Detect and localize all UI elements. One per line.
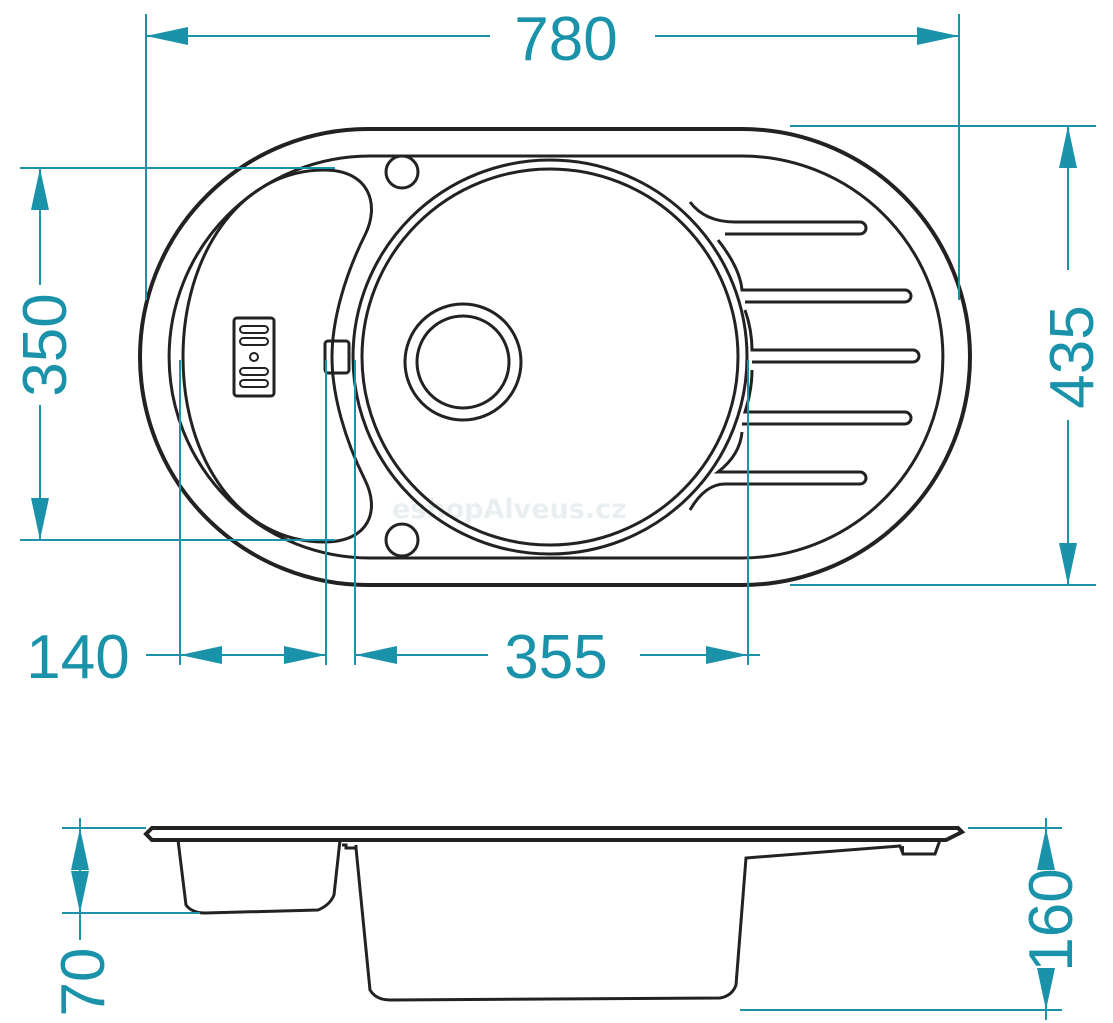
sink-side-view <box>143 826 966 1002</box>
bowl-connector <box>323 339 351 375</box>
tap-hole-bottom <box>384 522 420 558</box>
watermark-text: eshopAlveus.cz <box>392 494 627 525</box>
drain-inner <box>415 314 511 410</box>
side-main-bowl <box>354 839 942 1002</box>
dimension-main-bowl-diameter: 355 <box>354 360 760 692</box>
dimension-small-bowl-width: 140 <box>26 360 327 692</box>
label-overall-depth: 435 <box>1038 305 1107 408</box>
dimension-overall-width: 780 <box>145 5 960 300</box>
dimension-main-bowl-height: 160 <box>740 818 1086 1020</box>
side-divider <box>342 843 358 850</box>
small-bowl-outline <box>181 168 373 544</box>
drain-outer <box>403 302 523 422</box>
label-overall-width: 780 <box>514 5 617 74</box>
label-small-bowl-height: 70 <box>49 948 118 1017</box>
drainer-grooves <box>688 201 921 511</box>
main-bowl-inner <box>360 167 740 547</box>
tap-hole-top <box>384 154 420 190</box>
sink-outer-rim <box>138 127 972 587</box>
side-small-bowl <box>176 839 342 915</box>
label-small-bowl-depth: 350 <box>11 293 80 396</box>
dimension-overall-depth: 435 <box>790 125 1107 586</box>
main-bowl-rim <box>351 158 749 556</box>
side-top-slab <box>143 826 966 842</box>
dimension-small-bowl-depth: 350 <box>11 167 335 541</box>
label-main-bowl-diameter: 355 <box>504 623 607 692</box>
dimension-small-bowl-height: 70 <box>49 818 200 1016</box>
sink-inner-contour <box>167 154 945 560</box>
sink-top-view <box>138 127 972 587</box>
label-main-bowl-height: 160 <box>1017 868 1086 971</box>
overflow-grille <box>232 316 276 398</box>
label-small-bowl-width: 140 <box>26 623 129 692</box>
